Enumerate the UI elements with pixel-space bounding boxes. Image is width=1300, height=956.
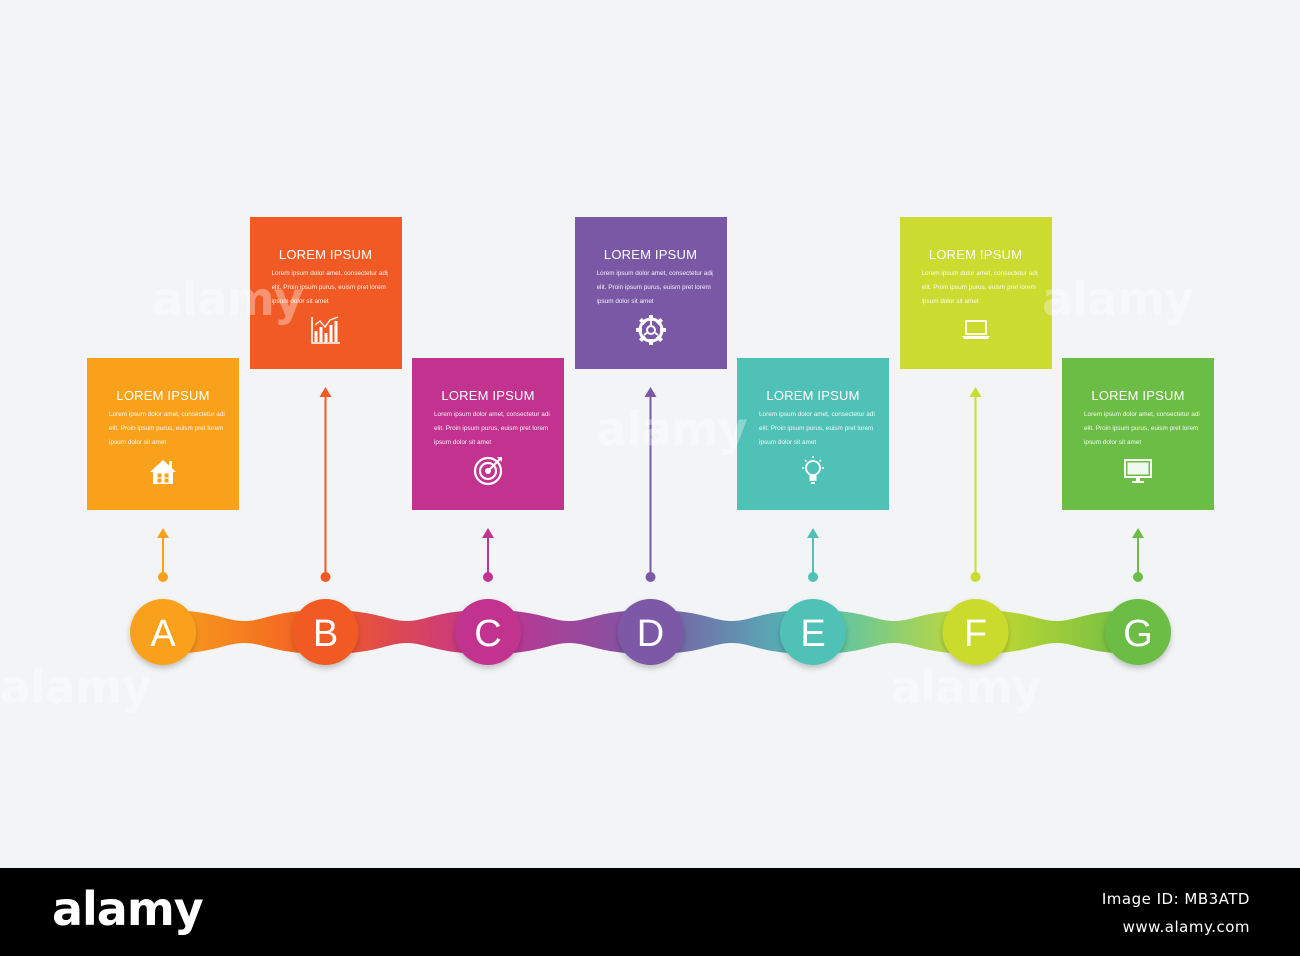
image-id-label: Image ID: MB3ATD xyxy=(1101,890,1250,908)
step-circle-g xyxy=(1105,599,1171,665)
card-body-line: Lorem ipsum dolor amet, consectetur adip… xyxy=(109,411,225,418)
step-letter: F xyxy=(964,613,987,655)
card-body-line: Lorem ipsum dolor amet, consectetur adip… xyxy=(596,270,713,277)
card-body-line: ipsum dolor sit amet xyxy=(596,298,654,305)
card-body-line: elit. Proin ipsum purus, euism pret lore… xyxy=(109,425,224,432)
connector-band xyxy=(975,610,1138,654)
home-icon xyxy=(146,454,180,488)
step-circle-a xyxy=(130,599,196,665)
step-letter: E xyxy=(800,613,825,655)
chart-icon xyxy=(309,313,343,347)
laptop-icon xyxy=(959,313,993,347)
card-body-line: ipsum dolor sit amet xyxy=(434,439,492,446)
arrow-head xyxy=(157,528,169,538)
arrow-head xyxy=(644,387,657,397)
arrow-dot xyxy=(970,572,981,582)
step-circle-e xyxy=(780,599,846,665)
step-card-d: LOREM IPSUM Lorem ipsum dolor amet, conse… xyxy=(574,217,727,369)
connector-band xyxy=(325,610,488,654)
arrow-dot xyxy=(1133,572,1143,582)
step-letter: A xyxy=(150,613,176,655)
arrow-head xyxy=(482,528,494,538)
card-body-line: elit. Proin ipsum purus, euism pret lore… xyxy=(271,284,386,291)
footer-bar: alamy Image ID: MB3ATD www.alamy.com xyxy=(0,868,1300,956)
step-card-g: LOREM IPSUM Lorem ipsum dolor amet, conse… xyxy=(1062,358,1214,510)
card-body-line: elit. Proin ipsum purus, euism pret lore… xyxy=(596,284,711,291)
card-title: LOREM IPSUM xyxy=(1091,388,1185,403)
card-body-line: elit. Proin ipsum purus, euism pret lore… xyxy=(759,425,874,432)
card-title: LOREM IPSUM xyxy=(116,388,210,403)
card-body-line: elit. Proin ipsum purus, euism pret lore… xyxy=(1084,425,1199,432)
step-circle-f xyxy=(942,599,1009,665)
card-body-line: Lorem ipsum dolor amet, consectetur adip… xyxy=(271,270,388,277)
arrow-head xyxy=(969,387,982,397)
card-body-line: elit. Proin ipsum purus, euism pret lore… xyxy=(921,284,1036,291)
step-card-c: LOREM IPSUM Lorem ipsum dolor amet, conse… xyxy=(412,358,564,510)
card-body-line: elit. Proin ipsum purus, euism pret lore… xyxy=(434,425,549,432)
timeline-infographic: A B C D E F G LOREM IPSUM Lorem ipsum dolor ame… xyxy=(87,217,1214,665)
step-card-e: LOREM IPSUM Lorem ipsum dolor amet, conse… xyxy=(737,358,889,510)
card-title: LOREM IPSUM xyxy=(766,388,860,403)
step-card-f: LOREM IPSUM Lorem ipsum dolor amet, conse… xyxy=(899,217,1052,369)
connector-band xyxy=(813,610,976,654)
card-body-line: Lorem ipsum dolor amet, consectetur adip… xyxy=(759,411,875,418)
timeline-connector: A B C D E F G xyxy=(130,387,1171,665)
card-body-line: Lorem ipsum dolor amet, consectetur adip… xyxy=(921,270,1038,277)
card-title: LOREM IPSUM xyxy=(278,247,373,262)
card-title: LOREM IPSUM xyxy=(928,247,1023,262)
step-letter: B xyxy=(313,613,338,655)
arrow-head xyxy=(1132,528,1144,538)
arrow-head xyxy=(319,387,332,397)
step-card-a: LOREM IPSUM Lorem ipsum dolor amet, conse… xyxy=(87,358,239,510)
card-body-line: Lorem ipsum dolor amet, consectetur adip… xyxy=(1084,411,1200,418)
card-title: LOREM IPSUM xyxy=(441,388,535,403)
step-circle-b xyxy=(292,599,359,665)
target-icon xyxy=(471,454,505,488)
arrow-head xyxy=(807,528,819,538)
card-body-line: Lorem ipsum dolor amet, consectetur adip… xyxy=(434,411,550,418)
card-title: LOREM IPSUM xyxy=(603,247,698,262)
brand-logo: alamy xyxy=(52,882,204,936)
card-body-line: ipsum dolor sit amet xyxy=(1084,439,1142,446)
monitor-icon xyxy=(1121,454,1155,488)
connector-band xyxy=(163,610,326,654)
card-body-line: ipsum dolor sit amet xyxy=(921,298,979,305)
step-circle-c xyxy=(455,599,521,665)
connector-band xyxy=(488,610,651,654)
step-circle-d xyxy=(617,599,684,665)
site-url: www.alamy.com xyxy=(1122,918,1250,936)
card-body-line: ipsum dolor sit amet xyxy=(271,298,329,305)
arrow-dot xyxy=(483,572,493,582)
arrow-dot xyxy=(320,572,331,582)
step-letter: D xyxy=(637,613,664,655)
card-body-line: ipsum dolor sit amet xyxy=(109,439,167,446)
arrow-dot xyxy=(645,572,656,582)
step-card-b: LOREM IPSUM Lorem ipsum dolor amet, conse… xyxy=(249,217,402,369)
connector-band xyxy=(650,610,813,654)
step-letter: C xyxy=(474,613,501,655)
lightbulb-icon xyxy=(796,454,830,488)
arrow-dot xyxy=(808,572,818,582)
arrow-dot xyxy=(158,572,168,582)
card-body-line: ipsum dolor sit amet xyxy=(759,439,817,446)
gear-icon xyxy=(634,313,668,347)
step-letter: G xyxy=(1123,613,1153,655)
